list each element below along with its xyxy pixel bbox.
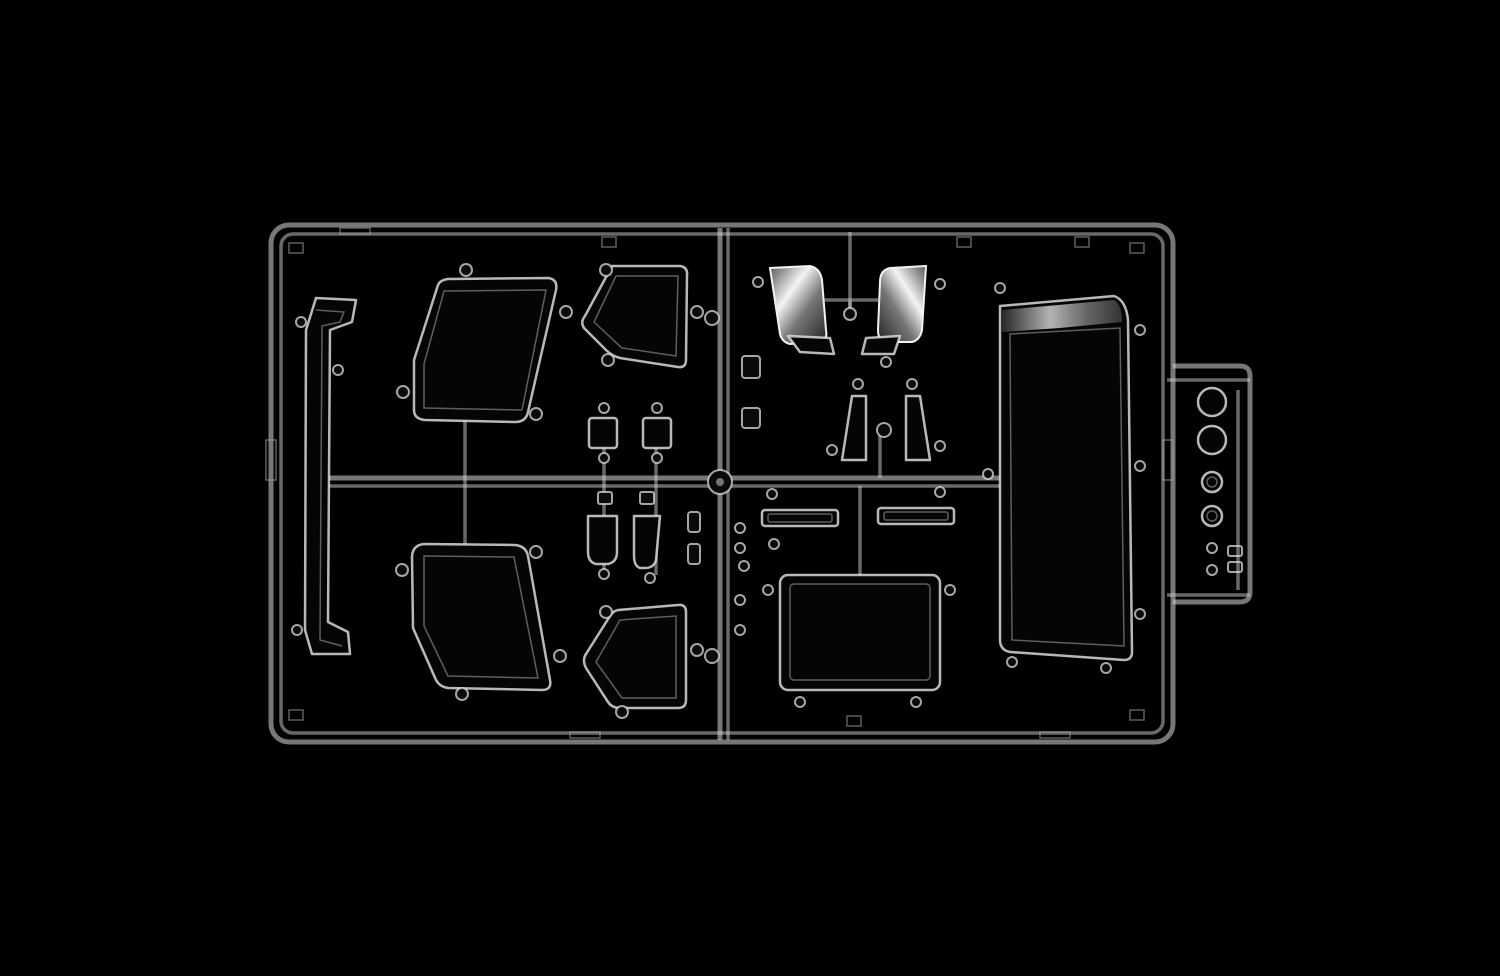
wedge-lenses <box>826 378 946 462</box>
small-lenses-left <box>586 402 673 584</box>
frame-side-tabs <box>265 227 1174 739</box>
quarter-window-upper <box>581 263 704 369</box>
windscreen <box>982 282 1146 674</box>
light-bars <box>760 486 956 550</box>
central-runner-small-parts <box>687 310 761 664</box>
rear-window <box>762 573 956 708</box>
chrome-mirror-housings <box>752 264 946 368</box>
long-trim-strip <box>291 296 358 656</box>
side-window-lower-left <box>395 542 567 701</box>
quarter-window-lower <box>582 603 704 719</box>
side-window-upper-left <box>396 263 573 424</box>
round-lenses <box>1196 386 1243 590</box>
